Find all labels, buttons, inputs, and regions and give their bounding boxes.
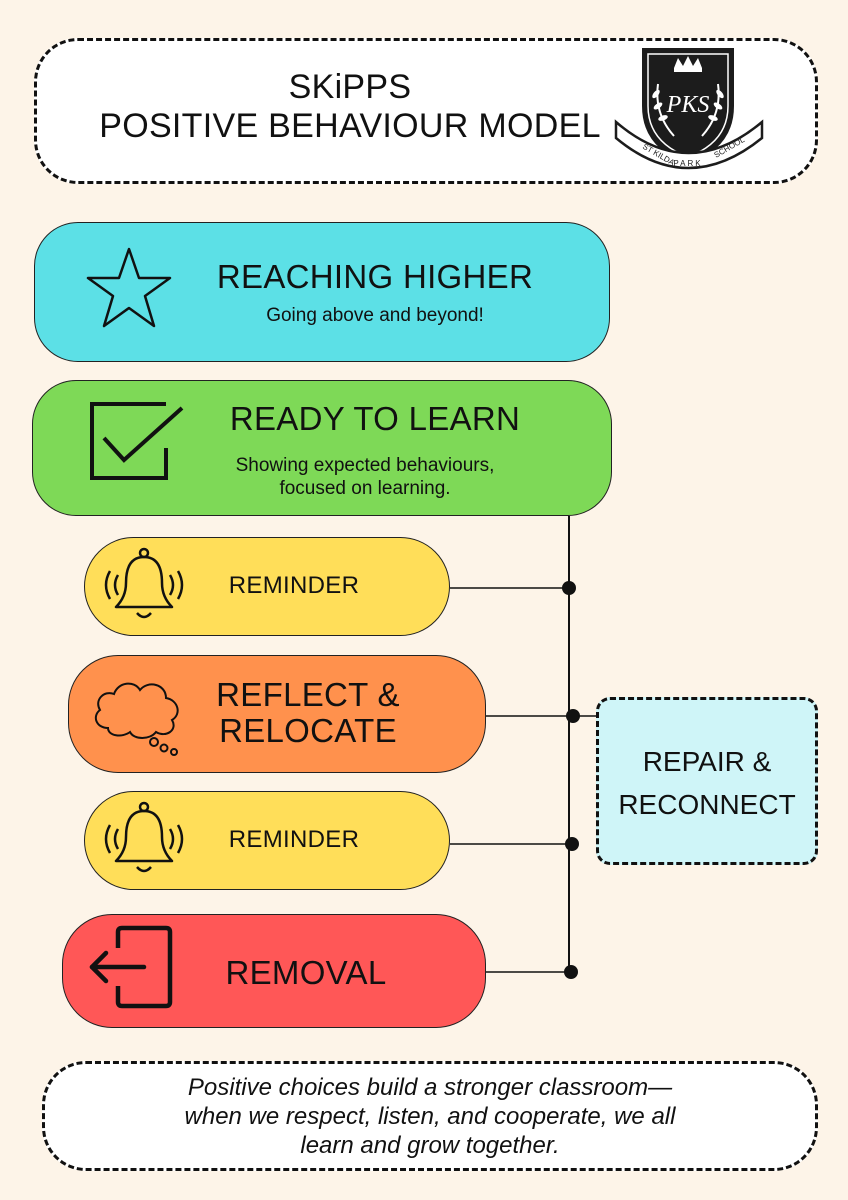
ready-to-learn-title: READY TO LEARN — [229, 400, 521, 437]
reminder-2-label: REMINDER — [228, 826, 360, 853]
page-title: SKiPPS POSITIVE BEHAVIOUR MODEL — [40, 68, 660, 146]
footer-line-3: learn and grow together. — [300, 1132, 560, 1159]
level-reflect-relocate — [68, 655, 486, 773]
repair-reconnect-text: REPAIR & RECONNECT — [596, 740, 818, 826]
footer-message: Positive choices build a stronger classr… — [90, 1073, 770, 1160]
level-removal — [62, 914, 486, 1028]
ready-to-learn-subtitle-1: Showing expected behaviours, — [235, 455, 495, 476]
reflect-relocate-line-2: RELOCATE — [219, 712, 397, 749]
level-reminder-1 — [84, 537, 450, 636]
reaching-higher-subtitle: Going above and beyond! — [266, 305, 484, 326]
reminder-1-label: REMINDER — [228, 572, 360, 599]
repair-line-2: RECONNECT — [618, 789, 796, 820]
removal-label: REMOVAL — [225, 954, 387, 991]
thought-cloud-icon — [94, 682, 179, 756]
footer-line-1: Positive choices build a stronger classr… — [187, 1074, 673, 1101]
title-line-1: SKiPPS — [288, 68, 412, 106]
title-line-2: POSITIVE BEHAVIOUR MODEL — [99, 107, 601, 145]
repair-reconnect-box — [596, 697, 818, 865]
school-crest-logo: PKS ST KILDA PARK SCHOOL — [614, 48, 764, 170]
star-icon — [86, 247, 172, 328]
ringing-bell-icon — [104, 547, 184, 619]
ready-to-learn-subtitle-2: focused on learning. — [279, 478, 451, 499]
footer-line-2: when we respect, listen, and cooperate, … — [184, 1103, 676, 1130]
checkbox-icon — [90, 402, 184, 480]
exit-door-icon — [89, 925, 173, 1009]
repair-line-1: REPAIR & — [642, 746, 772, 777]
reflect-relocate-line-1: REFLECT & — [216, 676, 400, 713]
crest-monogram: PKS — [666, 92, 710, 118]
footer-box — [42, 1061, 818, 1171]
reaching-higher-title: REACHING HIGHER — [216, 258, 534, 295]
ringing-bell-icon — [104, 801, 184, 873]
level-reminder-2 — [84, 791, 450, 890]
level-reaching-higher — [34, 222, 610, 362]
crest-ribbon-middle: PARK — [673, 159, 702, 168]
